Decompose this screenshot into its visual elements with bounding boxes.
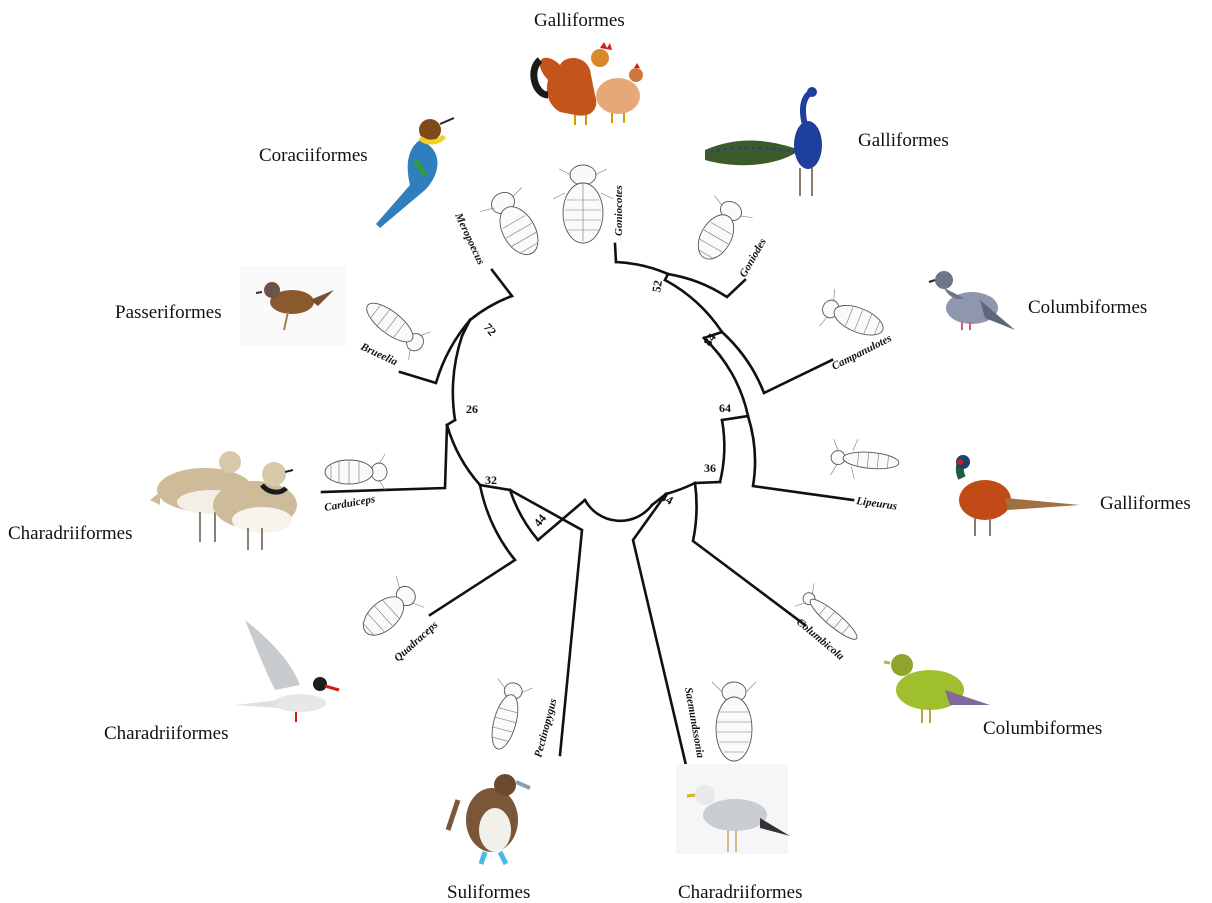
plovers-icon [150, 451, 297, 550]
rooster-icon [534, 42, 612, 125]
meropoecus-louse-icon [477, 182, 553, 265]
support-pectinopygus-quadraceps: 44 [531, 511, 549, 529]
host-label-columbiformes-green-pigeon: Columbiformes [983, 718, 1102, 739]
goniocotes-louse-icon [553, 165, 613, 243]
carduiceps-louse-icon [325, 454, 387, 490]
tern-icon [235, 620, 339, 722]
green-pigeon-icon [884, 654, 990, 723]
host-label-charadriiformes-gull: Charadriiformes [678, 882, 803, 903]
pectinopygus-louse-icon [480, 679, 532, 754]
louse-illustrations [325, 165, 901, 761]
host-label-galliformes-peacock: Galliformes [858, 130, 949, 151]
genus-goniodes: Goniodes [737, 236, 769, 279]
bee-eater-icon [376, 118, 454, 228]
support-brueelia-meropoecus: 72 [481, 320, 499, 338]
tree-branch-28 [470, 270, 512, 320]
tree-branch-1 [585, 500, 652, 521]
tree-branch-16 [693, 483, 805, 625]
pheasant-icon [956, 455, 1080, 536]
tree-branch-5 [720, 420, 724, 482]
genus-labels: Goniocotes Goniodes Campanulotes Lipeuru… [323, 185, 897, 759]
support-columbicola-clade: 36 [704, 461, 716, 475]
tree-branch-6 [722, 416, 748, 420]
support-carduiceps-clade: 32 [485, 473, 497, 487]
host-label-charadriiformes-tern: Charadriiformes [104, 723, 229, 744]
support-left-clade: 26 [466, 402, 478, 416]
tree-branch-4 [695, 482, 720, 483]
lipeurus-louse-icon [829, 437, 900, 483]
tree-branch-23 [430, 485, 515, 615]
peacock-icon [705, 87, 822, 196]
genus-quadraceps: Quadraceps [392, 619, 440, 664]
gull-icon [676, 764, 790, 854]
support-values: 52 84 64 36 44 44 32 26 72 [466, 279, 731, 529]
genus-meropoecus: Meropoecus [452, 210, 487, 266]
hen-icon [596, 63, 643, 123]
saemundssonia-louse-icon [712, 682, 756, 761]
genus-carduiceps: Carduiceps [323, 493, 376, 514]
tree-branch-22 [447, 425, 480, 485]
host-label-columbiformes-pigeon: Columbiformes [1028, 297, 1147, 318]
host-label-coraciiformes-bee-eater: Coraciiformes [259, 145, 368, 166]
genus-lipeurus: Lipeurus [855, 495, 898, 513]
host-label-charadriiformes-plover: Charadriiformes [8, 523, 133, 544]
tree-branch-11 [616, 262, 668, 274]
host-label-suliformes-booby: Suliformes [447, 882, 530, 903]
host-label-galliformes-rooster: Galliformes [534, 10, 625, 31]
host-label-passeriformes-sparrow: Passeriformes [115, 302, 222, 323]
tree-branch-13 [668, 274, 745, 297]
genus-goniocotes: Goniocotes [613, 185, 625, 236]
support-goniocotes-goniodes: 52 [649, 279, 665, 293]
tree-branch-12 [615, 244, 616, 262]
tree-branch-26 [453, 336, 462, 420]
host-order-labels: Galliformes Galliformes Columbiformes Ga… [8, 10, 1191, 903]
genus-pectinopygus: Pectinopygus [532, 697, 559, 759]
genus-campanulotes: Campanulotes [830, 332, 894, 372]
tree-branch-17 [633, 494, 693, 795]
rock-pigeon-icon [929, 271, 1015, 330]
genus-brueelia: Brueelia [358, 340, 400, 368]
booby-icon [448, 774, 530, 864]
goniodes-louse-icon [685, 192, 755, 269]
host-label-galliformes-pheasant: Galliformes [1100, 493, 1191, 514]
genus-saemundssonia: Saemundssonia [682, 686, 706, 759]
sparrow-icon [240, 266, 346, 346]
support-lipeurus-clade: 64 [719, 401, 731, 415]
